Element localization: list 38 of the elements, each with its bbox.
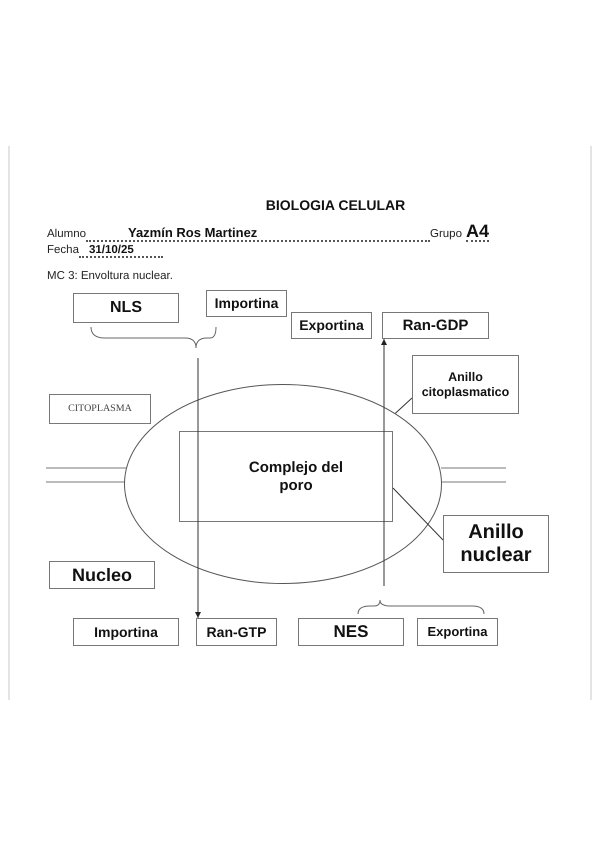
label-box (49, 561, 155, 589)
fill-in-line: 31/10/25 (78, 244, 163, 258)
box-label: Ran-GTP (206, 624, 266, 640)
box-label: Nucleo (72, 564, 132, 586)
pore-complex-box (179, 431, 393, 522)
label-box (73, 293, 179, 323)
field-label: Alumno (47, 228, 86, 240)
label-box (443, 515, 549, 573)
field-label: Grupo (430, 228, 462, 240)
box-label: Importina (214, 295, 278, 312)
label-box (49, 394, 151, 424)
field-label: Fecha (47, 244, 79, 256)
label-box (196, 618, 277, 646)
box-label: CITOPLASMA (68, 403, 132, 415)
label-box (417, 618, 498, 646)
leader-line (392, 488, 444, 540)
box-label: Exportina (428, 624, 488, 640)
box-label: Anillo nuclear (459, 521, 533, 567)
label-box (298, 618, 404, 646)
fill-in-line: Yazmín Ros Martinez (86, 226, 430, 242)
box-label: Exportina (299, 317, 364, 334)
subtitle: MC 3: Envoltura nuclear. (47, 270, 173, 282)
box-label: Anillo citoplasmatico (420, 370, 510, 399)
label-box (412, 355, 519, 414)
box-label: Complejo del poro (248, 459, 344, 494)
box-label: NLS (110, 298, 142, 318)
box-label: NES (334, 622, 368, 642)
label-box (206, 290, 287, 317)
leader-line (394, 398, 412, 414)
fill-in-line: A4 (466, 222, 489, 242)
label-box (382, 312, 489, 339)
box-label: Ran-GDP (402, 316, 468, 334)
arrow (195, 358, 201, 618)
label-box (291, 312, 372, 339)
label-box (73, 618, 179, 646)
arrow (381, 338, 387, 586)
box-label: Importina (94, 624, 158, 640)
title: BIOLOGIA CELULAR (266, 197, 406, 213)
